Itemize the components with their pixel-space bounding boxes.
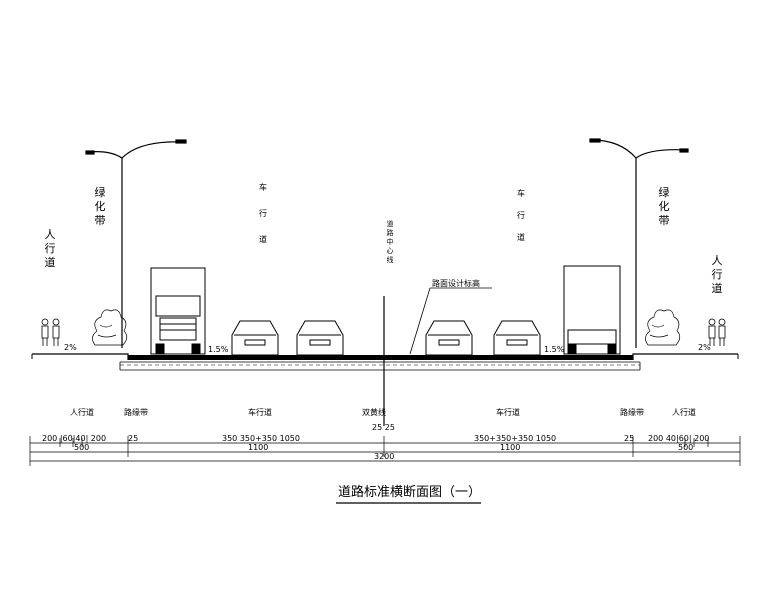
slope-right: 1.5% <box>544 345 565 354</box>
vertical-label-green-belt-left: 绿化带 <box>95 185 106 227</box>
vertical-label-carriageway-left: 车行道 <box>259 182 267 244</box>
street-light-right <box>589 138 689 348</box>
shrub-left <box>92 309 128 346</box>
vertical-label-green-belt-right: 绿化带 <box>659 185 670 227</box>
section-label-sidewalk-left: 人行道 <box>70 407 94 417</box>
section-label-curb-left: 路缘带 <box>124 407 148 417</box>
section-label-median: 双黄线 <box>362 407 386 417</box>
dimension-texts: 200 |60|40| 200 25 350 350+350 1050 25 2… <box>42 423 709 461</box>
dim-row1-left: 200 |60|40| 200 <box>42 434 106 443</box>
dim-row1-median: 25 25 <box>372 423 395 432</box>
section-labels: 人行道 路缘带 车行道 双黄线 车行道 路缘带 人行道 <box>70 407 696 417</box>
car-3 <box>425 320 473 356</box>
dim-row1-left-curb: 25 <box>128 434 138 443</box>
vertical-label-road-centerline: 道路中心线 <box>387 219 394 264</box>
design-elevation-leader <box>409 287 492 355</box>
vertical-label-sidewalk-left: 人行道 <box>45 228 56 269</box>
truck-right <box>563 265 621 355</box>
dim-row1-carriage-right: 350+350+350 1050 <box>474 434 556 443</box>
dim-row1-right-curb: 25 <box>624 434 634 443</box>
dim-row2-right: 500 <box>678 443 693 452</box>
section-label-sidewalk-right: 人行道 <box>672 407 696 417</box>
dimension-lines <box>29 436 741 466</box>
slope-sidewalk-left: 2% <box>64 343 77 352</box>
car-4 <box>493 320 541 356</box>
section-label-carriage-left: 车行道 <box>248 407 272 417</box>
road-body <box>31 353 739 371</box>
pedestrians-right <box>708 318 726 346</box>
shrub-right <box>645 309 681 346</box>
dim-row2-left: 500 <box>74 443 89 452</box>
truck-left <box>150 267 206 355</box>
drawing-title: 道路标准横断面图（一） <box>338 484 481 500</box>
pedestrians-left <box>41 318 60 346</box>
dim-row2-center-right: 1100 <box>500 443 520 452</box>
dim-row2-center-left: 1100 <box>248 443 268 452</box>
street-light-left <box>85 139 187 348</box>
slope-sidewalk-right: 2% <box>698 343 711 352</box>
design-elevation-label: 路面设计标高 <box>432 278 480 288</box>
dim-row1-carriage-left: 350 350+350 1050 <box>222 434 300 443</box>
section-label-carriage-right: 车行道 <box>496 407 520 417</box>
section-label-curb-right: 路缘带 <box>620 407 644 417</box>
vertical-label-carriageway-right: 车行道 <box>517 188 525 242</box>
dim-row3-total: 3200 <box>374 452 394 461</box>
car-1 <box>231 320 279 356</box>
slope-left: 1.5% <box>208 345 229 354</box>
car-2 <box>296 320 344 356</box>
vertical-label-sidewalk-right: 人行道 <box>712 254 723 295</box>
dim-row1-right: 200 40|60| 200 <box>648 434 709 443</box>
